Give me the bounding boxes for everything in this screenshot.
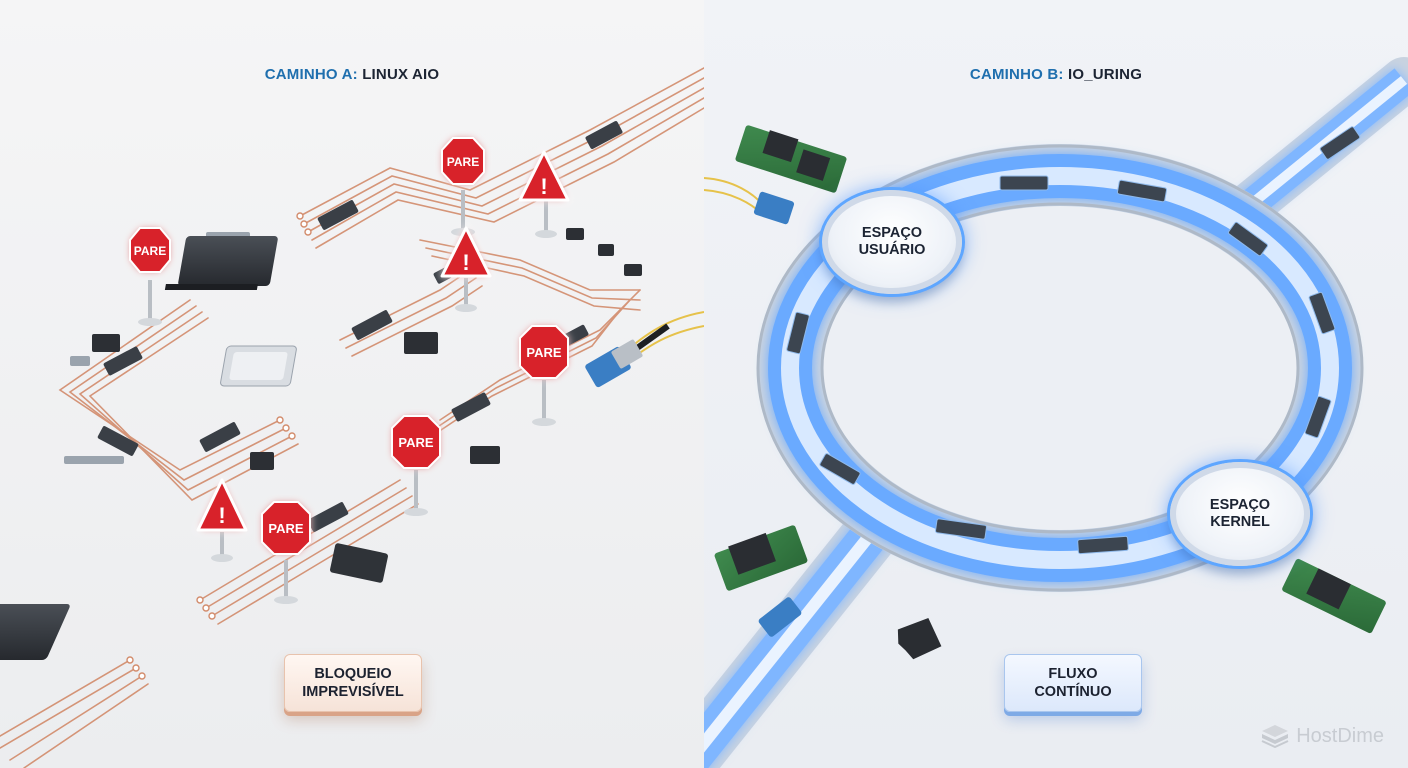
svg-text:PARE: PARE (268, 521, 303, 536)
path-b-title: CAMINHO B: IO_URING (704, 66, 1408, 83)
fiber-cable-top-left (704, 177, 795, 225)
m2-module-bottom-left (714, 525, 808, 591)
path-b-panel: CAMINHO B: IO_URING ESPAÇO USUÁRIO ESPAÇ… (704, 0, 1408, 768)
warning-sign-3: ! (196, 478, 248, 562)
kernel-space-line1: ESPAÇO (1209, 496, 1271, 513)
stop-sign-4: PARE (391, 415, 441, 516)
path-a-panel: PARE PARE PARE PARE PARE (0, 0, 704, 768)
kernel-space-node: ESPAÇO KERNEL (1170, 462, 1310, 566)
m2-module-bottom-right (1282, 558, 1386, 634)
path-a-title: CAMINHO A: LINUX AIO (0, 66, 704, 83)
io-ring (756, 144, 1364, 592)
path-a-title-name: LINUX AIO (362, 66, 440, 83)
track-bottom-left (704, 512, 896, 768)
user-space-line2: USUÁRIO (858, 242, 926, 258)
svg-text:!: ! (462, 250, 469, 275)
m2-module-top-left (735, 125, 847, 193)
path-b-title-name: IO_URING (1067, 66, 1143, 83)
user-space-line1: ESPAÇO (861, 224, 923, 241)
path-b-label-line2: CONTÍNUO (1034, 684, 1112, 700)
track-fiber-connector (758, 597, 802, 637)
heatsink-chip-center (220, 345, 297, 387)
user-space-node: ESPAÇO USUÁRIO (822, 190, 962, 294)
path-a-result-label: BLOQUEIO IMPREVISÍVEL (284, 654, 422, 712)
data-packets (786, 126, 1361, 555)
kernel-space-line2: KERNEL (1210, 514, 1270, 530)
micro-sd-card (897, 618, 942, 660)
svg-text:PARE: PARE (134, 244, 166, 258)
trace-pads (126, 212, 312, 680)
path-b-ring-diagram (704, 57, 1408, 768)
stop-sign-1: PARE (129, 227, 171, 326)
path-b-label-line1: FLUXO (1048, 665, 1098, 682)
path-a-circuit-board: PARE PARE PARE PARE PARE (0, 67, 704, 768)
soic-chip-bottom (330, 543, 388, 583)
stop-sign-5: PARE (261, 501, 311, 604)
hostdime-logo-icon (1261, 725, 1289, 748)
svg-text:!: ! (540, 174, 547, 199)
svg-text:PARE: PARE (526, 345, 561, 360)
path-b-result-label: FLUXO CONTÍNUO (1004, 654, 1142, 712)
path-a-label-line1: BLOQUEIO (314, 665, 392, 682)
path-a-label-line2: IMPREVISÍVEL (302, 684, 404, 700)
svg-text:PARE: PARE (447, 155, 479, 169)
warning-sign-2: ! (440, 226, 492, 312)
hostdime-watermark: HostDime (1260, 724, 1384, 748)
warning-sign-1: ! (518, 150, 570, 238)
watermark-text: HostDime (1296, 724, 1384, 747)
fiber-connector (585, 311, 704, 388)
path-b-title-prefix: CAMINHO B: (969, 66, 1064, 83)
svg-text:PARE: PARE (398, 435, 433, 450)
cpu-chip-top (164, 236, 278, 290)
stop-sign-3: PARE (519, 325, 569, 426)
svg-text:!: ! (218, 503, 225, 528)
cpu-chip-bottom (0, 604, 70, 660)
path-a-title-prefix: CAMINHO A: (264, 66, 358, 83)
